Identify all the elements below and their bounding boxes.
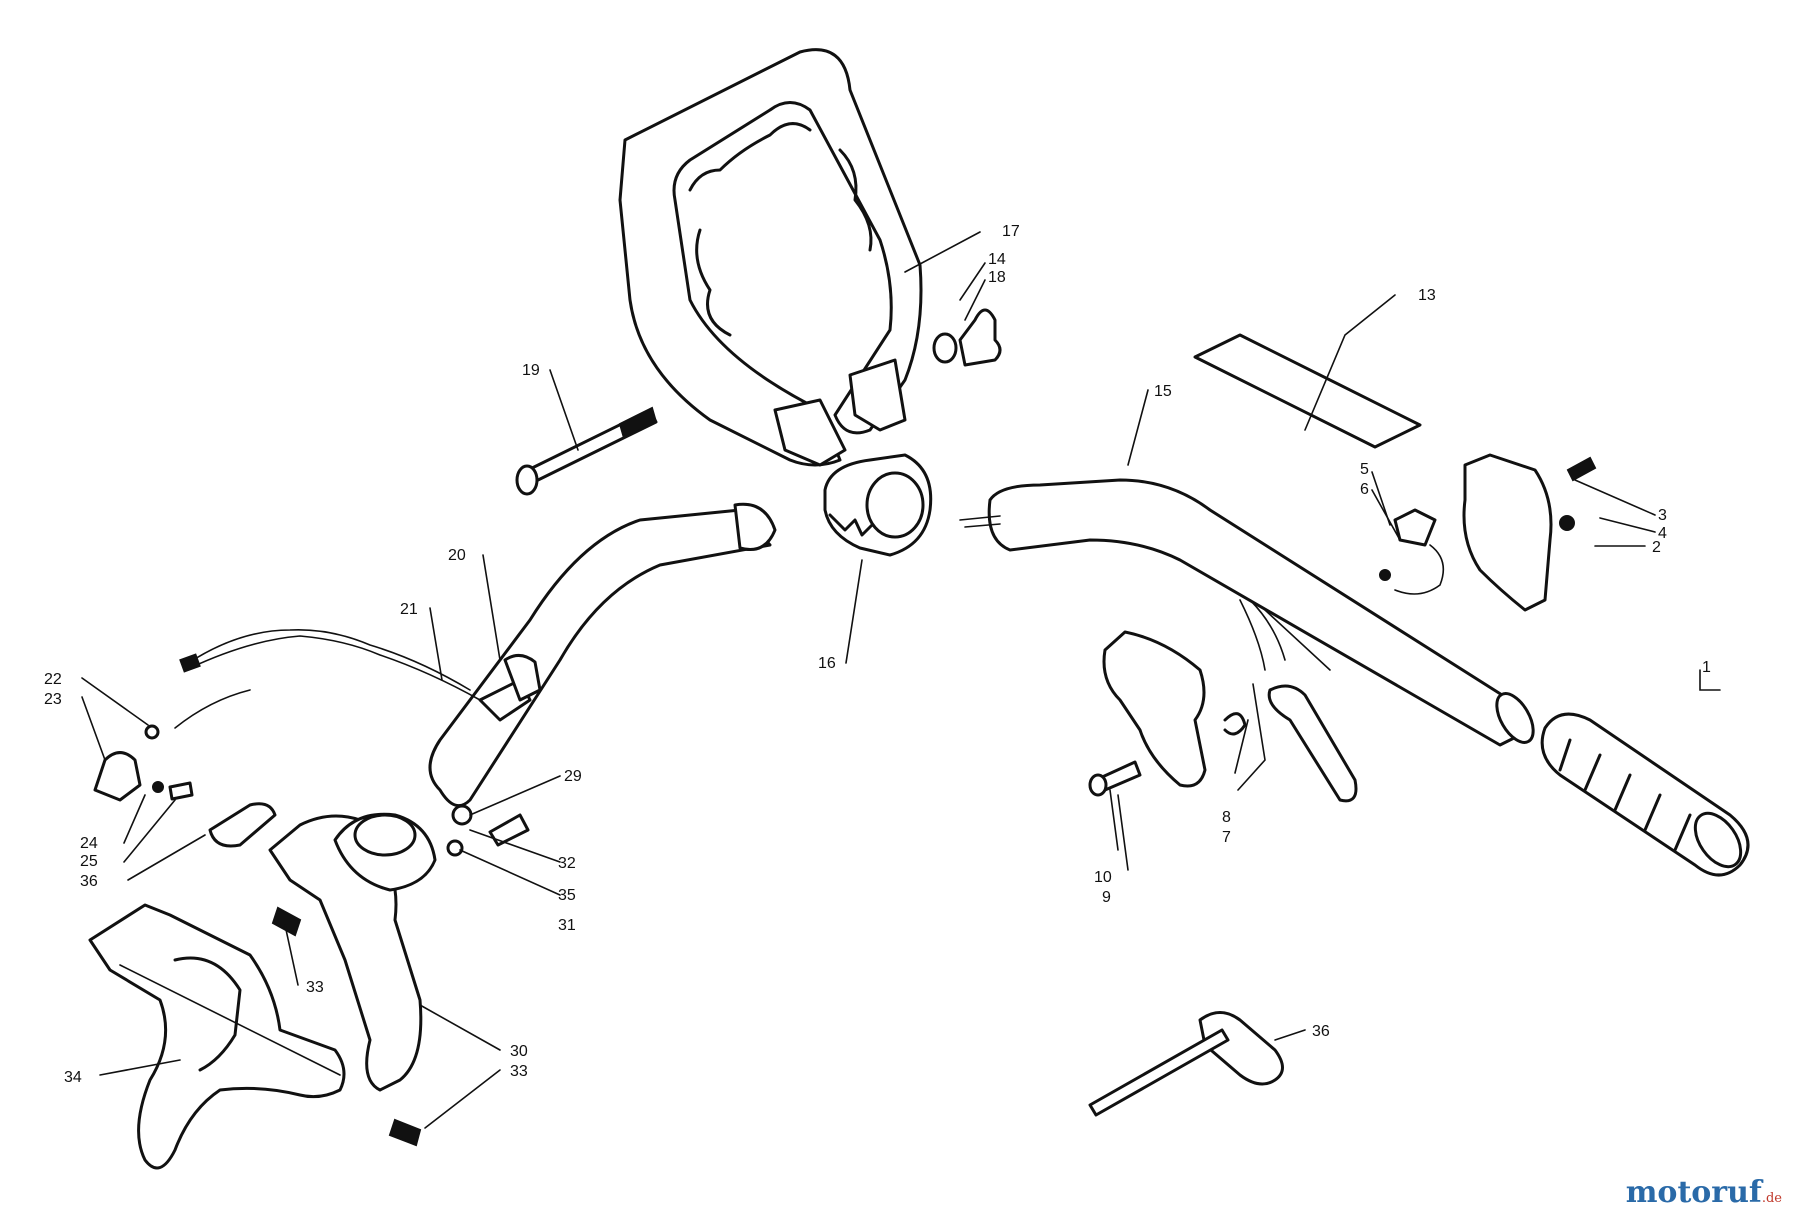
throttle-trigger-part — [93, 724, 194, 802]
callout-labels: 1 2 3 4 5 6 7 8 9 10 13 14 15 16 17 18 1… — [44, 223, 1711, 1086]
callout-29: 29 — [564, 768, 582, 785]
watermark-tld: .de — [1761, 1191, 1782, 1206]
decal-part — [1193, 333, 1422, 449]
callout-3: 3 — [1658, 507, 1667, 524]
handle-grip-part — [1540, 712, 1750, 877]
right-handle-bar — [959, 478, 1535, 747]
callout-35: 35 — [558, 887, 576, 904]
leader-lines — [81, 231, 1721, 1129]
callout-32: 32 — [558, 855, 576, 872]
brand-watermark: motoruf.de — [1626, 1175, 1782, 1210]
long-bolt-part — [515, 406, 658, 496]
callout-21: 21 — [400, 601, 418, 618]
callout-19: 19 — [522, 362, 540, 379]
callout-36-wrench: 36 — [1312, 1023, 1330, 1040]
wing-nut-part — [932, 308, 1002, 367]
callout-23: 23 — [44, 691, 62, 708]
callout-18: 18 — [988, 269, 1006, 286]
callout-15: 15 — [1154, 383, 1172, 400]
switch-housing-part — [1379, 453, 1597, 612]
callout-14: 14 — [988, 251, 1006, 268]
callout-17: 17 — [1002, 223, 1020, 240]
handle-clamp-part — [823, 453, 933, 557]
lever-bracket-part — [1088, 599, 1358, 803]
loop-handle-part — [618, 48, 923, 467]
callout-30: 30 — [510, 1043, 528, 1060]
callout-9: 9 — [1102, 889, 1111, 906]
callout-8: 8 — [1222, 809, 1231, 826]
callout-36-plate: 36 — [80, 873, 98, 890]
watermark-brand: motoruf — [1625, 1175, 1762, 1210]
callout-24: 24 — [80, 835, 98, 852]
callout-31: 31 — [558, 917, 576, 934]
callout-1: 1 — [1702, 659, 1711, 676]
callout-6: 6 — [1360, 481, 1369, 498]
callout-33-lower: 33 — [510, 1063, 528, 1080]
callout-16: 16 — [818, 655, 836, 672]
callout-20: 20 — [448, 547, 466, 564]
left-handle-bar — [428, 502, 777, 808]
callout-22: 22 — [44, 671, 62, 688]
throttle-cable-part — [174, 628, 542, 729]
callout-10: 10 — [1094, 869, 1112, 886]
callout-34: 34 — [64, 1069, 82, 1086]
callout-4: 4 — [1658, 525, 1667, 542]
guard-plate-part — [88, 903, 346, 1170]
callout-7: 7 — [1222, 829, 1231, 846]
callout-25: 25 — [80, 853, 98, 870]
callout-13: 13 — [1418, 287, 1436, 304]
callout-2: 2 — [1652, 539, 1661, 556]
callout-5: 5 — [1360, 461, 1369, 478]
mounting-plate-part — [208, 802, 277, 848]
callout-33-upper: 33 — [306, 979, 324, 996]
spark-plug-wrench-part — [1088, 1011, 1284, 1117]
shaft-bracket-part — [268, 804, 530, 1147]
